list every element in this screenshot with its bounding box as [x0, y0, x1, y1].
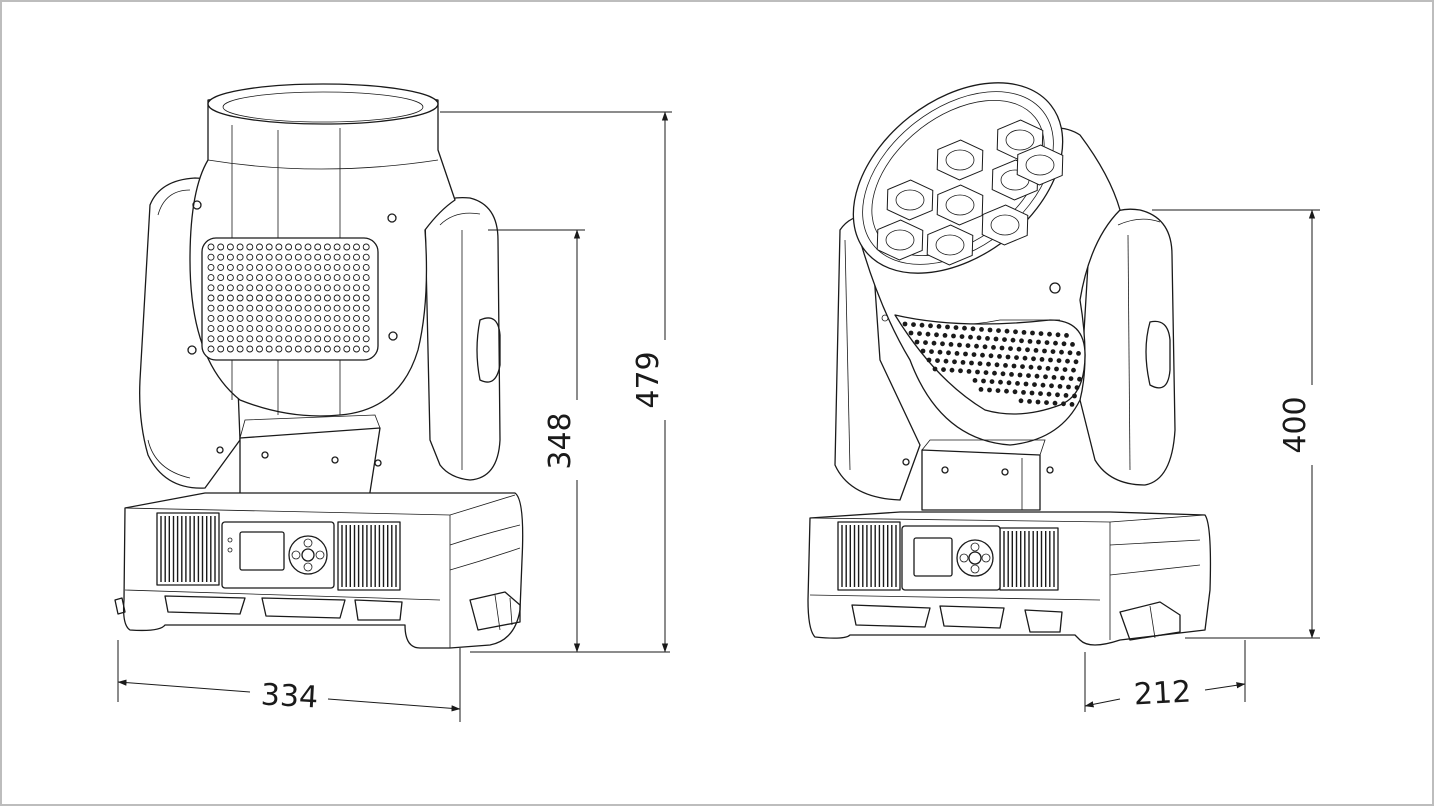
- side-view-fixture: [807, 82, 1212, 646]
- front-control-panel: [221, 521, 335, 589]
- dim-label-width: 334: [260, 678, 319, 716]
- side-fins-left: [841, 525, 897, 587]
- side-left-arm: [834, 214, 921, 501]
- side-grille-dots: [902, 321, 1082, 407]
- side-right-arm: [1079, 208, 1176, 486]
- dim-label-total-height: 479: [631, 351, 666, 408]
- front-view-fixture: [114, 83, 524, 649]
- side-yoke-block: [921, 449, 1041, 511]
- side-lens-cells: [876, 119, 1064, 266]
- front-nav-pad: [288, 535, 328, 575]
- front-grille-dots: [207, 243, 370, 353]
- dim-label-depth: 212: [1133, 675, 1192, 713]
- front-lens-ring: [207, 83, 439, 125]
- dimension-lines: [117, 111, 1320, 722]
- front-fins-left: [160, 516, 216, 582]
- side-control-panel: [901, 525, 1001, 591]
- side-fins-right: [1003, 531, 1055, 587]
- front-fins-right: [341, 525, 397, 587]
- side-nav-pad: [956, 539, 994, 577]
- side-lcd-screen: [913, 537, 953, 577]
- front-right-arm: [424, 196, 501, 481]
- dim-label-arm-height: 348: [543, 412, 578, 469]
- front-lcd-screen: [239, 531, 285, 571]
- dim-label-height: 400: [1278, 396, 1313, 453]
